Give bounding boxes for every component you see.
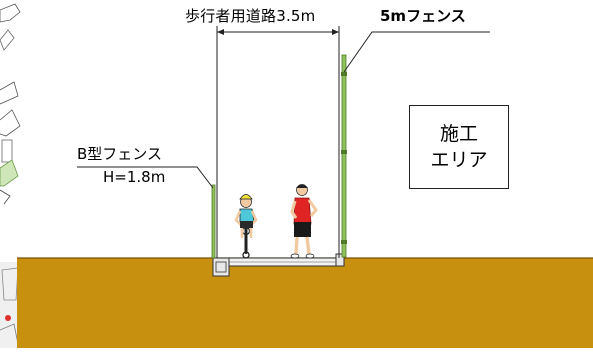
- fence-b-height-label: H=1.8m: [103, 168, 166, 186]
- cyclist-figure: [234, 194, 258, 259]
- fence-b: [77, 166, 216, 259]
- runner-figure: [290, 184, 318, 259]
- fence-b-label: B型フェンス: [77, 145, 162, 163]
- construction-area-box: 施工 エリア: [409, 105, 509, 189]
- walkway-dimension: [216, 26, 340, 258]
- walkway-width-label: 歩行者用道路3.5m: [185, 7, 316, 25]
- walkway-pavement: [212, 253, 345, 277]
- construction-area-label-line2: エリア: [430, 149, 488, 171]
- ground-layer: [17, 258, 593, 348]
- fence-5m-label: 5mフェンス: [380, 7, 466, 25]
- construction-area-label-line1: 施工: [439, 123, 478, 145]
- fence-5m: [341, 31, 490, 258]
- site-plan-fragment: [0, 3, 21, 348]
